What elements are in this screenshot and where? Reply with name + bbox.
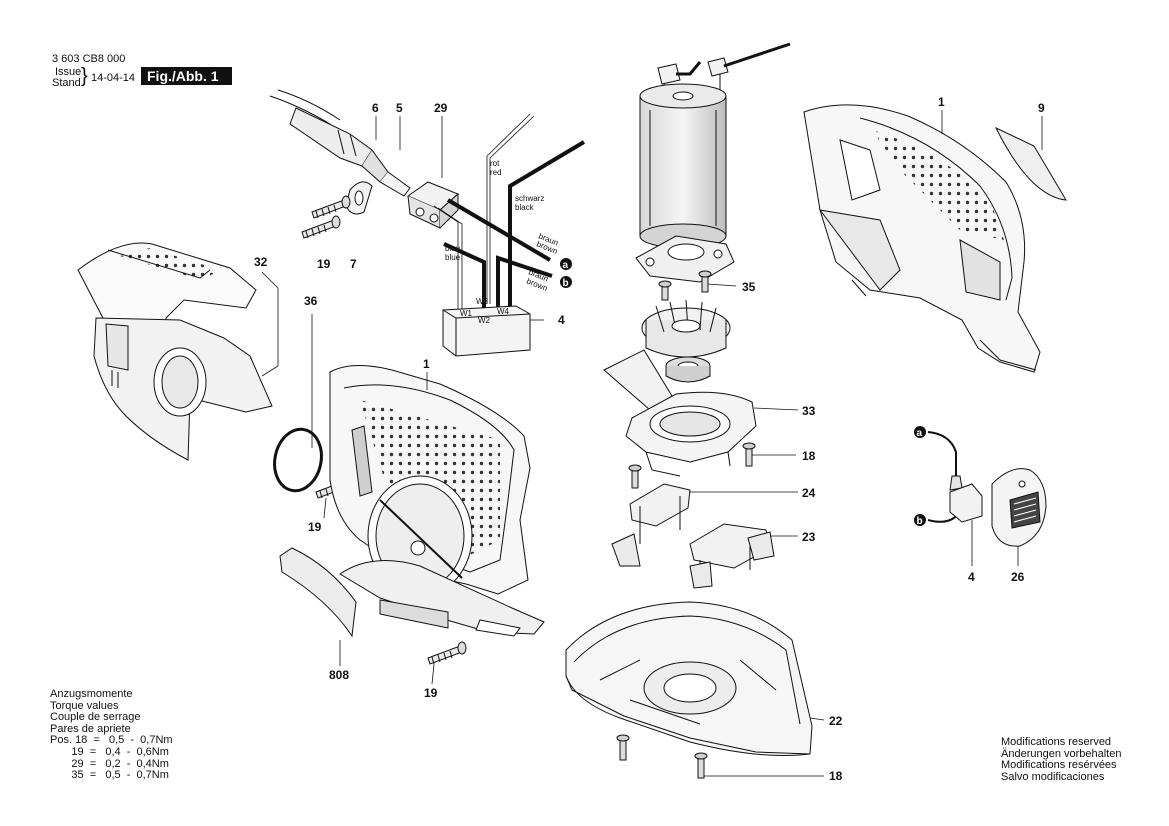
fan [641, 299, 731, 358]
callout-4-switch: 4 [968, 570, 975, 584]
torque-line: Anzugsmomente [50, 688, 133, 700]
base-plate [565, 601, 813, 756]
callout-808: 808 [329, 668, 349, 682]
callout-1-center: 1 [423, 357, 430, 371]
marker-a-main: a [560, 258, 572, 271]
svg-text:a: a [563, 260, 569, 271]
callout-5: 5 [396, 101, 403, 115]
issue-date: 14-04-14 [91, 72, 136, 84]
torque-line: Pares de apriete [50, 722, 131, 735]
modifications-line: Salvo modificaciones [1001, 770, 1105, 783]
svg-text:b: b [917, 516, 923, 527]
torque-line: Torque values [50, 699, 119, 712]
torque-row: Pos. 18 = 0,5 - 0,7Nm [50, 734, 173, 747]
felt-strip [279, 547, 357, 638]
stand-label: Stand [52, 77, 81, 89]
figure-badge: Fig./Abb. 1 [141, 67, 232, 85]
wire-label-red: red [490, 168, 502, 177]
document-number: 3 603 CB8 000 [52, 53, 126, 65]
leader-lines [261, 110, 1043, 777]
callout-18-top: 18 [802, 449, 816, 463]
screws-fan-housing [628, 442, 756, 489]
callout-29: 29 [434, 101, 448, 115]
callout-19-bottom: 19 [424, 686, 438, 700]
svg-text:a: a [917, 428, 923, 439]
switch-detail [927, 431, 1047, 547]
screw-bottom [427, 641, 467, 665]
bearing [665, 356, 711, 383]
callout-7: 7 [350, 257, 357, 271]
marker-a-detail: a [914, 426, 926, 439]
label-plate [994, 126, 1067, 201]
modifications-line: Modifications reserved [1001, 736, 1112, 748]
switch-box [442, 305, 531, 357]
wire-label-black: black [515, 203, 535, 212]
modifications-line: Änderungen vorbehalten [1001, 747, 1122, 760]
marker-b-detail: b [914, 514, 926, 527]
svg-text:b: b [563, 278, 569, 289]
clips [611, 483, 775, 589]
callout-1-right: 1 [938, 95, 945, 109]
callout-36: 36 [304, 294, 318, 308]
housing-half [803, 104, 1041, 373]
fan-housing [603, 349, 757, 477]
callout-4-switch-box: 4 [558, 313, 565, 327]
callout-23: 23 [802, 530, 816, 544]
torque-line: Couple de serrage [50, 711, 141, 724]
callout-19-mid: 19 [308, 520, 322, 534]
terminal-w2: W2 [478, 316, 491, 325]
marker-b-main: b [560, 276, 572, 289]
terminal-w1: W1 [460, 309, 473, 318]
wire-label-blau: blau [445, 244, 460, 253]
modifications-line: Modifications resérvées [1001, 759, 1117, 772]
torque-table: Anzugsmomente Torque values Couple de se… [50, 688, 173, 782]
o-ring [273, 427, 323, 493]
motor [635, 42, 791, 283]
torque-row: 35 = 0,5 - 0,7Nm [50, 769, 169, 782]
dust-canister [77, 242, 273, 461]
callout-35: 35 [742, 280, 756, 294]
terminal-block [406, 181, 459, 229]
callout-26: 26 [1011, 570, 1025, 584]
torque-row: 19 = 0,4 - 0,6Nm [50, 745, 169, 758]
callout-9: 9 [1038, 101, 1045, 115]
callout-22: 22 [829, 714, 843, 728]
wire-label-schwarz: schwarz [515, 194, 544, 203]
brace: } [81, 65, 88, 87]
screw-pair-top [301, 195, 351, 239]
callout-6: 6 [372, 101, 379, 115]
modifications-note: Modifications reserved Änderungen vorbeh… [1001, 736, 1122, 783]
issue-label: Issue [55, 66, 82, 78]
wiring [433, 113, 586, 312]
screws-base [616, 734, 708, 779]
power-cord [269, 89, 411, 197]
terminal-w3: W3 [476, 297, 489, 306]
torque-row: 29 = 0,2 - 0,4Nm [50, 757, 169, 770]
callout-19-top: 19 [317, 257, 331, 271]
motor-screws [658, 270, 712, 301]
callout-18-bottom: 18 [829, 769, 843, 783]
callout-32: 32 [254, 255, 268, 269]
callout-33: 33 [802, 404, 816, 418]
wire-label-rot: rot [490, 159, 500, 168]
main-housing [329, 364, 545, 637]
callout-24: 24 [802, 486, 816, 500]
terminal-w4: W4 [497, 307, 510, 316]
wire-label-blue: blue [445, 253, 461, 262]
